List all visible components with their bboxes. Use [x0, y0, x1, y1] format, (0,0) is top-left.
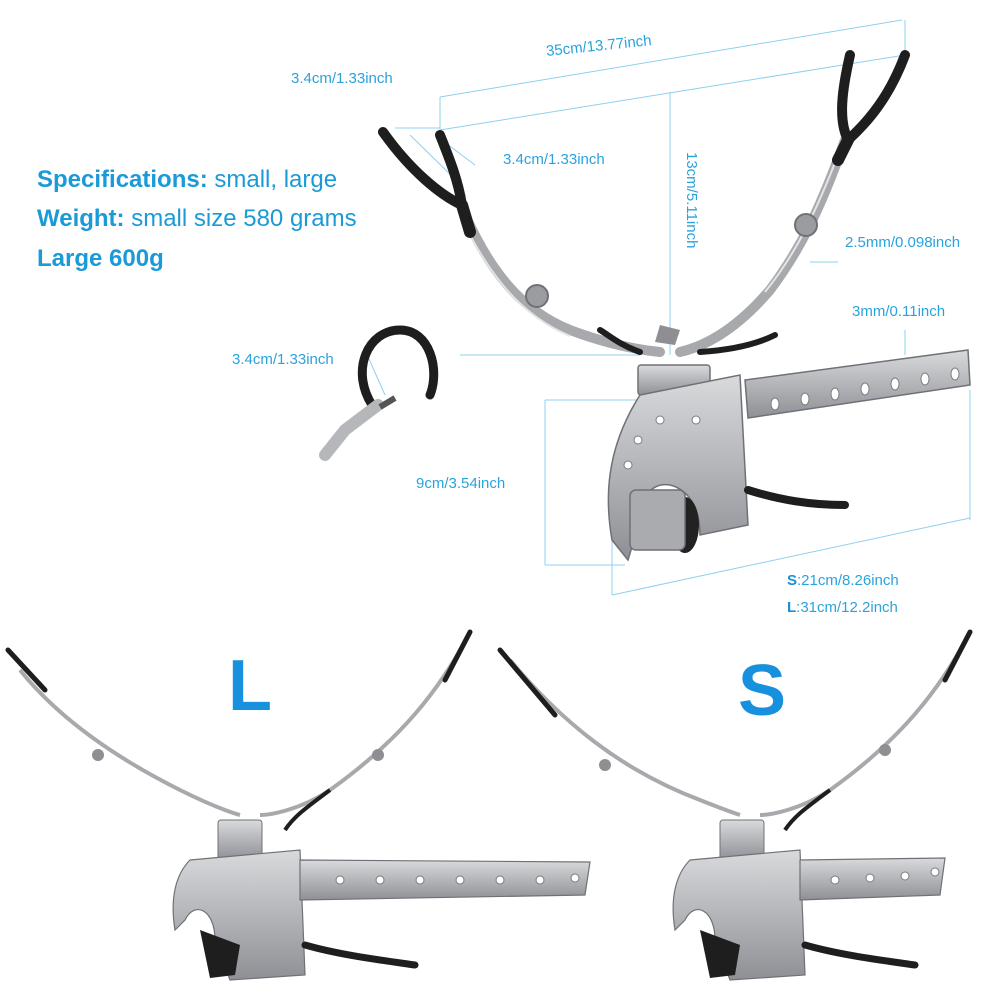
dim-plate-thickness: 3mm/0.11inch [852, 303, 946, 320]
variant-large-label: L [228, 646, 272, 726]
dim-hook-gap: 3.4cm/1.33inch [232, 351, 334, 368]
dim-height: 13cm/5.11inch [683, 152, 700, 249]
spec-weight-value: small size 580 grams [124, 205, 357, 232]
dimension-lines [364, 19, 971, 596]
rod-holder-main [378, 50, 971, 562]
variant-small-product [497, 629, 973, 981]
dim-length-large-label: L [787, 599, 797, 616]
variant-large-product [5, 629, 591, 981]
dim-length-small-value: :21cm/8.26inch [797, 572, 899, 589]
dim-fork-gap-top: 3.4cm/1.33inch [291, 70, 393, 87]
spec-line-specifications: Specifications: small, large [37, 166, 337, 194]
dim-length-small-label: S [787, 572, 798, 589]
spec-line-weight: Weight: small size 580 grams [37, 205, 357, 233]
variant-small-label: S [738, 651, 787, 731]
hook-detail [319, 325, 439, 461]
dim-fork-gap-inner: 3.4cm/1.33inch [503, 151, 605, 168]
spec-line-large: Large 600g [37, 245, 164, 272]
spec-weight-label: Weight: [37, 205, 125, 232]
dim-length-large: L:31cm/12.2inch [787, 599, 898, 616]
dim-rod-thickness: 2.5mm/0.098inch [845, 234, 961, 251]
spec-specifications-label: Specifications: [37, 166, 208, 193]
dim-clamp-height: 9cm/3.54inch [416, 475, 506, 492]
dim-length-small: S:21cm/8.26inch [787, 572, 899, 589]
spec-specifications-value: small, large [207, 166, 338, 193]
dim-length-large-value: :31cm/12.2inch [796, 599, 898, 616]
